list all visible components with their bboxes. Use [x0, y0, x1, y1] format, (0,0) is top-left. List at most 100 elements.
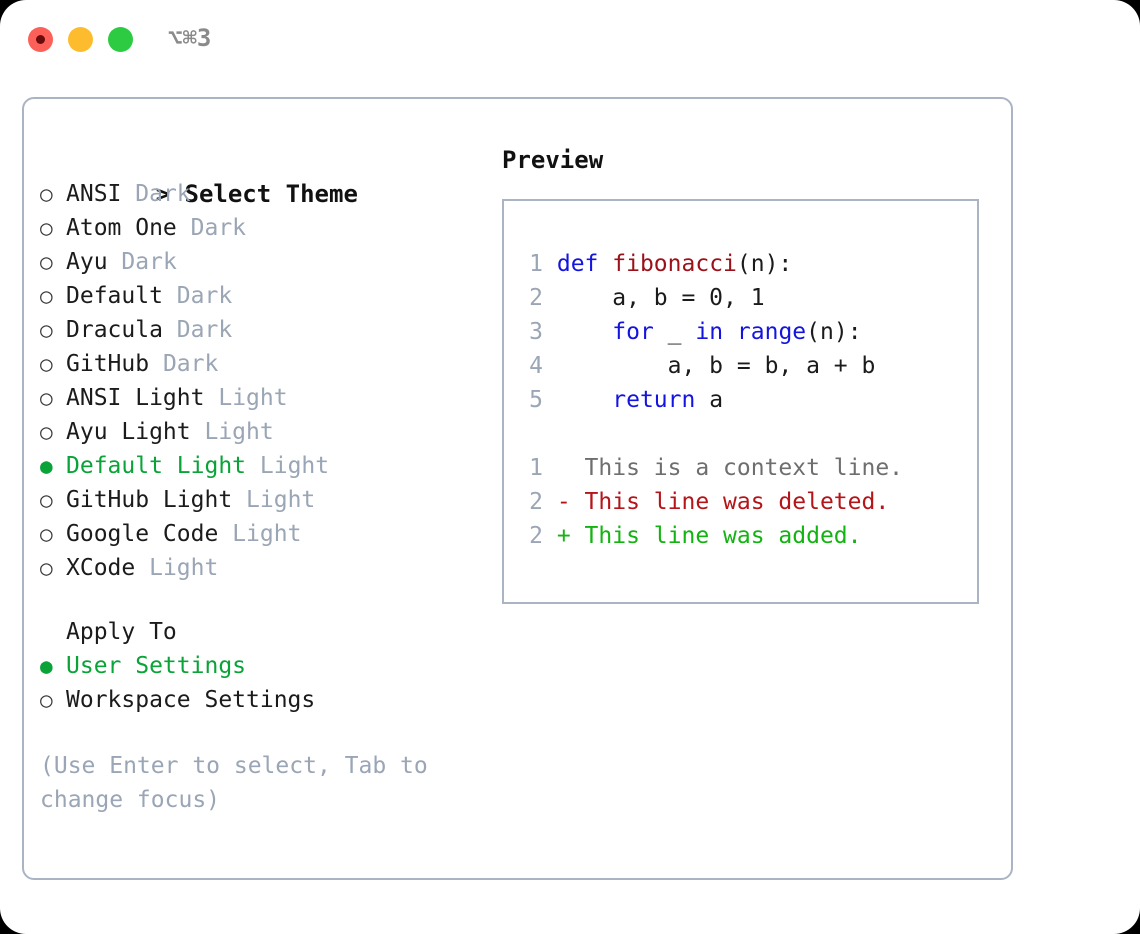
diff-line: 2 - This line was deleted. [521, 485, 903, 519]
gutter-gap [543, 251, 557, 277]
theme-list-item[interactable]: ○GitHub Light Light [40, 483, 480, 517]
line-number: 1 [529, 251, 543, 277]
radio-unselected-icon[interactable]: ○ [40, 216, 53, 240]
radio-unselected-icon[interactable]: ○ [40, 688, 53, 712]
radio-unselected-icon[interactable]: ○ [40, 352, 53, 376]
theme-list-item[interactable]: ○ Dracula Dark [40, 313, 480, 347]
line-number: 2 [529, 523, 543, 549]
apply-to-header: Apply To [66, 619, 177, 645]
line-number: 1 [529, 455, 543, 481]
apply-to-option[interactable]: ○Workspace Settings [40, 683, 480, 717]
apply-to-list: ● User Settings ○Workspace Settings [40, 649, 480, 717]
theme-variant-tag: Dark [176, 317, 233, 343]
radio-unselected-icon[interactable]: ○ [40, 182, 53, 206]
theme-list-item[interactable]: ○ Ayu Dark [40, 245, 480, 279]
preview-title: Preview [502, 146, 604, 174]
diff-line: 1 This is a context line. [521, 451, 903, 485]
theme-name-label: Default Light [66, 453, 247, 479]
theme-list-item[interactable]: ○ GitHub Dark [40, 347, 480, 381]
code-line: 3 for _ in range(n): [521, 315, 903, 349]
code-line: 2 a, b = 0, 1 [521, 281, 903, 315]
theme-variant-tag: Light [259, 453, 330, 479]
radio-unselected-icon[interactable]: ○ [40, 488, 53, 512]
radio-unselected-icon[interactable]: ○ [40, 386, 53, 410]
theme-list-header: > Select Theme [40, 143, 480, 208]
theme-list: ○ANSI Dark○Atom One Dark○Ayu Dark○Defaul… [40, 177, 480, 585]
theme-name-label: Ayu Light [66, 419, 191, 445]
line-number: 2 [529, 489, 543, 515]
spacer [163, 283, 177, 309]
theme-name-label: Google Code [66, 521, 219, 547]
theme-list-header-label: Select Theme [184, 180, 358, 208]
spacer [121, 181, 135, 207]
theme-variant-tag: Dark [135, 181, 191, 207]
code-token [723, 319, 737, 345]
main-panel: > Select Theme ○ANSI Dark○Atom One Dark○… [22, 97, 1013, 880]
radio-unselected-icon[interactable]: ○ [40, 284, 53, 308]
theme-list-item[interactable]: ○Atom One Dark [40, 211, 480, 245]
theme-list-item[interactable]: ○Default Dark [40, 279, 480, 313]
gutter-gap [543, 319, 557, 345]
radio-unselected-icon[interactable]: ○ [40, 420, 53, 444]
theme-variant-tag: Dark [162, 351, 219, 377]
code-line: 5 return a [521, 383, 903, 417]
theme-list-item[interactable]: ● Default Light Light [40, 449, 480, 483]
apply-to-label: User Settings [66, 653, 247, 679]
keyboard-shortcut-label: ⌥⌘3 [168, 24, 212, 52]
theme-name-label: XCode [66, 555, 136, 581]
diff-text: - This line was deleted. [543, 489, 890, 515]
theme-list-item[interactable]: ○ Google Code Light [40, 517, 480, 551]
gutter-gap [543, 387, 557, 413]
spacer [108, 249, 122, 275]
code-line: 4 a, b = b, a + b [521, 349, 903, 383]
code-token: in [695, 319, 724, 345]
radio-unselected-icon[interactable]: ○ [40, 250, 53, 274]
code-token: return [612, 387, 696, 413]
theme-name-label: Dracula [66, 317, 163, 343]
title-bar: ⌥⌘3 [0, 0, 1140, 78]
theme-variant-tag: Dark [121, 249, 177, 275]
theme-list-item[interactable]: ○ ANSI Dark [40, 177, 480, 211]
theme-list-item[interactable]: ○ Ayu Light Light [40, 415, 480, 449]
code-token: a, b = 0, 1 [556, 285, 765, 311]
keyboard-hint: (Use Enter to select, Tab to change focu… [40, 753, 442, 813]
spacer [149, 351, 163, 377]
radio-unselected-icon[interactable]: ○ [40, 318, 53, 342]
code-token: a [695, 387, 724, 413]
prompt-caret-icon: > [155, 180, 185, 208]
radio-selected-icon[interactable]: ● [40, 454, 53, 478]
theme-list-item[interactable]: ○ANSI Light Light [40, 381, 480, 415]
theme-name-label: ANSI [66, 181, 122, 207]
minimize-button[interactable] [68, 27, 93, 52]
theme-variant-tag: Light [149, 555, 219, 581]
line-number: 2 [529, 285, 543, 311]
radio-selected-icon[interactable]: ● [40, 654, 53, 678]
spacer [135, 555, 149, 581]
code-line: 1 def fibonacci(n): [521, 247, 903, 281]
spacer [232, 487, 246, 513]
spacer [246, 453, 260, 479]
spacer [204, 385, 218, 411]
spacer [218, 521, 232, 547]
code-token: _ [653, 319, 696, 345]
maximize-button[interactable] [108, 27, 133, 52]
code-token [557, 319, 612, 345]
diff-text: This is a context line. [543, 455, 904, 481]
theme-name-label: ANSI Light [66, 385, 205, 411]
line-number: 3 [529, 319, 543, 345]
theme-selector-column: > Select Theme ○ANSI Dark○Atom One Dark○… [40, 143, 480, 817]
radio-unselected-icon[interactable]: ○ [40, 556, 53, 580]
theme-variant-tag: Light [232, 521, 302, 547]
apply-to-option[interactable]: ● User Settings [40, 649, 480, 683]
radio-unselected-icon[interactable]: ○ [40, 522, 53, 546]
diff-text: + This line was added. [543, 523, 862, 549]
theme-variant-tag: Light [204, 419, 274, 445]
theme-name-label: GitHub [66, 351, 150, 377]
theme-list-item[interactable]: ○ XCode Light [40, 551, 480, 585]
theme-name-label: Ayu [66, 249, 108, 275]
line-number: 4 [529, 353, 543, 379]
spacer [191, 419, 205, 445]
